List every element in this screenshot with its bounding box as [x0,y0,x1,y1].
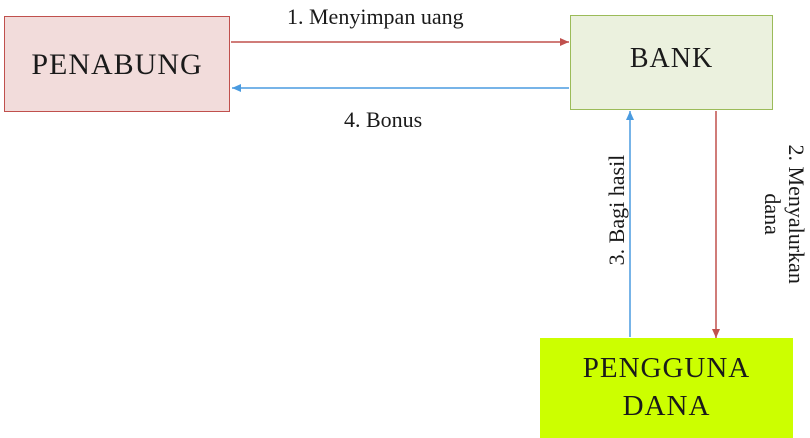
pengguna-dana-label-line2: DANA [622,390,711,422]
label-menyimpan-uang: 1. Menyimpan uang [287,4,464,29]
label-menyalurkan-line2: dana [760,193,785,235]
bank-label: BANK [629,43,714,74]
pengguna-dana-label-line1: PENGGUNA [582,352,751,385]
label-bonus: 4. Bonus [344,107,423,132]
label-menyalurkan-dana: 2. Menyalurkan dana [760,99,810,329]
pengguna-dana-node: PENGGUNA DANA [540,338,793,438]
bank-node: BANK [570,15,773,110]
penabung-label: PENABUNG [31,47,203,81]
label-menyalurkan-line1: 2. Menyalurkan [784,144,810,284]
penabung-node: PENABUNG [4,16,230,112]
label-bagi-hasil: 3. Bagi hasil [604,154,629,266]
